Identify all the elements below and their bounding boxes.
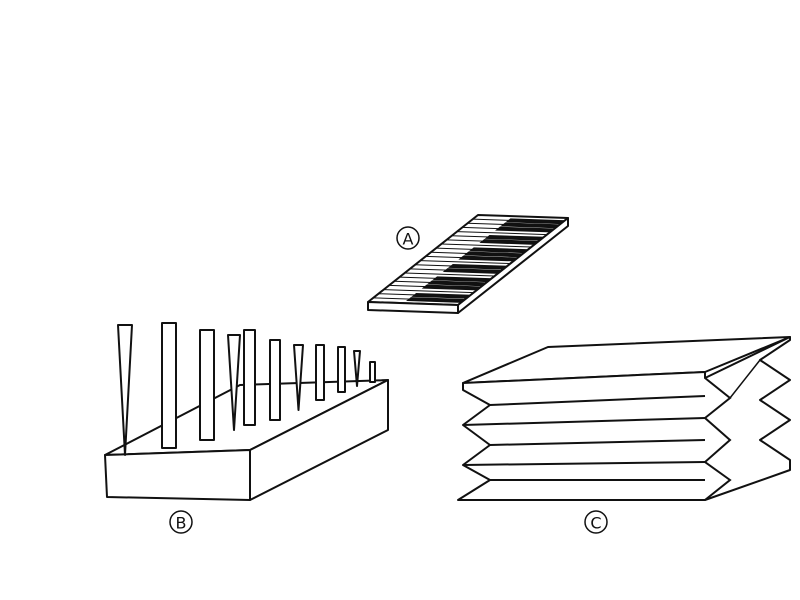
organ-pipe: [227, 334, 241, 431]
black-key: [479, 239, 540, 245]
white-key-edge: [457, 231, 548, 236]
black-key: [468, 247, 530, 254]
organ-pipe: [353, 350, 361, 387]
keyboard-drawing: [367, 214, 569, 314]
white-key-edge: [404, 272, 495, 277]
organ-pipe: [117, 324, 133, 456]
label-b: B: [169, 510, 193, 534]
organ-pipe: [369, 361, 376, 383]
organ-pipe: [161, 322, 177, 449]
organ-pipes-drawing: [104, 322, 389, 501]
svg-text:A: A: [403, 230, 414, 249]
black-key: [447, 263, 509, 270]
organ-pipe: [243, 329, 256, 426]
label-a: A: [396, 226, 420, 250]
organ-pipe: [337, 346, 346, 393]
bellows-drawing: [457, 336, 791, 501]
white-key-edge: [383, 289, 474, 294]
black-key: [442, 268, 504, 274]
black-key: [505, 218, 566, 225]
svg-text:B: B: [176, 514, 187, 533]
organ-pipe: [269, 339, 281, 421]
black-key: [495, 226, 556, 233]
label-c: C: [584, 510, 608, 534]
organ-pipe: [199, 329, 215, 441]
black-key: [426, 280, 488, 287]
black-key: [432, 276, 493, 283]
black-key: [406, 297, 467, 303]
organ-pipe: [293, 344, 304, 411]
svg-text:C: C: [590, 514, 601, 533]
black-key: [484, 234, 546, 241]
black-key: [421, 284, 483, 291]
white-key-edge: [420, 260, 511, 265]
white-key-edge: [441, 243, 532, 248]
black-key: [463, 251, 525, 258]
black-key: [500, 222, 561, 229]
black-key: [411, 292, 472, 299]
organ-pipe: [315, 344, 325, 401]
black-key: [458, 255, 519, 262]
